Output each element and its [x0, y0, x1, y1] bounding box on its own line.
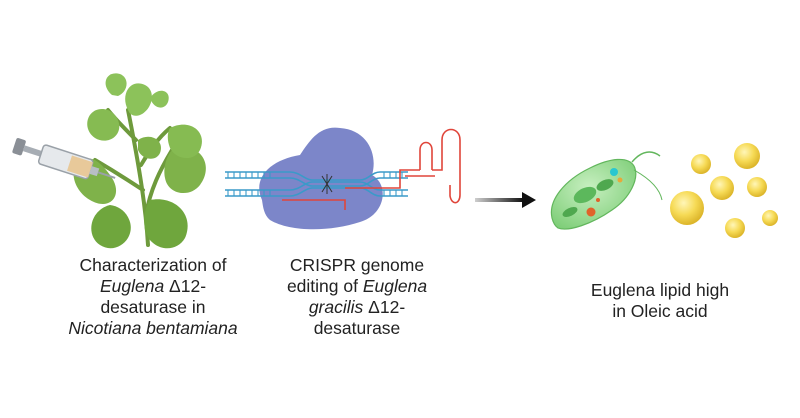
crispr-caption-line-4: desaturase [313, 318, 401, 338]
cas9-protein-icon [259, 127, 383, 230]
plant-caption: Characterization of Euglena Δ12- desatur… [38, 255, 268, 339]
euglena-caption-line-1: Euglena lipid high [590, 280, 730, 300]
plant-caption-species: Nicotiana bentamiana [68, 318, 238, 338]
plant-caption-line-1: Characterization of [79, 255, 227, 275]
process-arrow-icon [475, 192, 536, 208]
plant-caption-line-2: Euglena Δ12- [38, 276, 268, 297]
euglena-caption: Euglena lipid high in Oleic acid [560, 280, 760, 322]
crispr-caption-species: gracilis [308, 297, 364, 317]
crispr-caption-gene: Δ12- [363, 297, 406, 317]
plant-icon [73, 73, 206, 249]
euglena-cell-icon [550, 151, 663, 230]
crispr-caption-line-2: editing of Euglena [262, 276, 452, 297]
crispr-caption: CRISPR genome editing of Euglena gracili… [262, 255, 452, 339]
plant-caption-gene: Δ12- [164, 276, 207, 296]
euglena-caption-line-2: in Oleic acid [612, 301, 708, 321]
crispr-caption-genus: Euglena [362, 276, 428, 296]
crispr-caption-editing: editing of [286, 276, 363, 296]
crispr-caption-line-1: CRISPR genome [289, 255, 425, 275]
dna-helix-icon [225, 171, 408, 197]
plant-caption-line-3: desaturase in [100, 297, 206, 317]
guide-rna-icon [282, 128, 461, 210]
lipid-droplet-icon [670, 143, 778, 238]
crispr-caption-line-3: gracilis Δ12- [262, 297, 452, 318]
plant-caption-line-4: Nicotiana bentamiana [38, 318, 268, 339]
syringe-icon [12, 138, 116, 180]
plant-caption-genus: Euglena [99, 276, 165, 296]
